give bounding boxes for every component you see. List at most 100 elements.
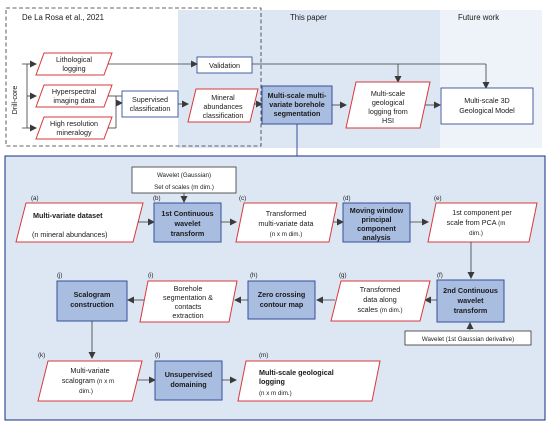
step-f-letter: (f) [437, 272, 443, 279]
step-h-letter: (h) [250, 272, 258, 279]
step-i-letter: (i) [148, 272, 154, 279]
future-work-column [440, 10, 542, 148]
svg-text:segmentation: segmentation [274, 109, 321, 118]
svg-text:scale from PCA (m: scale from PCA (m [447, 218, 506, 227]
segmentation-line2: variate borehole [269, 100, 325, 109]
svg-text:wavelet: wavelet [174, 219, 202, 228]
svg-text:(n x m dim.): (n x m dim.) [259, 390, 292, 397]
step-k-line1: Multi-variate [70, 366, 109, 375]
hsi-line4: HSI [382, 116, 394, 125]
svg-text:(c): (c) [239, 195, 246, 202]
svg-text:1st component per: 1st component per [452, 208, 512, 217]
step-d-box [342, 202, 411, 243]
segmentation-line1: Multi-scale multi- [268, 91, 327, 100]
hsi-line2: geological [372, 98, 405, 107]
svg-text:variate borehole: variate borehole [269, 100, 325, 109]
step-b-line1: 1st Continuous [161, 209, 213, 218]
set-of-scales-label: Set of scales (m dim.) [154, 184, 214, 191]
step-e-line1: 1st component per [452, 208, 512, 217]
svg-text:HSI: HSI [382, 116, 394, 125]
svg-text:(d): (d) [343, 195, 351, 202]
svg-text:1st Continuous: 1st Continuous [161, 209, 213, 218]
step-e-letter: (e) [434, 195, 442, 202]
svg-text:component: component [357, 224, 396, 233]
step-f-line3: transform [454, 306, 488, 315]
step-f-box [436, 279, 505, 323]
step-j-letter: (j) [57, 272, 63, 279]
supervised-line1: Supervised [132, 95, 168, 104]
step-j-box [56, 280, 128, 322]
svg-text:wavelet: wavelet [457, 296, 485, 305]
svg-text:Multi-variate: Multi-variate [70, 366, 109, 375]
geological-logging-hsi-box [345, 81, 431, 129]
mineral-line2: abundances [203, 102, 243, 111]
step-l-box [154, 360, 223, 401]
segmentation-line3: segmentation [274, 109, 321, 118]
step-k-sub2: dim.) [79, 388, 93, 395]
previous-work-frame [5, 7, 262, 147]
step-c-box [235, 202, 338, 243]
step-l-line2: domaining [170, 380, 206, 389]
step-k-sub: (n x m [97, 378, 114, 385]
step-m-title: Multi-scale geological [259, 368, 334, 377]
svg-text:(h): (h) [250, 272, 258, 279]
mineral-line1: Mineral [211, 93, 235, 102]
step-m-title2: logging [259, 377, 285, 386]
step-g-sub: (m dim.) [380, 307, 403, 314]
step-a-sub: (n mineral abundances) [32, 230, 108, 239]
svg-text:classification: classification [203, 111, 244, 120]
svg-text:multi-variate data: multi-variate data [258, 219, 313, 228]
3d-model-box [440, 87, 534, 125]
svg-text:Set of scales (m dim.): Set of scales (m dim.) [154, 184, 214, 191]
step-d-line1: Moving window [350, 206, 404, 215]
svg-text:logging: logging [62, 64, 85, 73]
step-e-sub2: dim.) [469, 230, 483, 237]
hsi-line1: Multi-scale [371, 89, 405, 98]
step-c-line1: Transformed [266, 209, 306, 218]
svg-text:(e): (e) [434, 195, 442, 202]
svg-text:dim.): dim.) [79, 388, 93, 395]
step-b-box [153, 202, 222, 243]
svg-text:construction: construction [70, 300, 114, 309]
step-b-line3: transform [171, 229, 205, 238]
step-k-letter: (k) [38, 352, 45, 359]
svg-text:(i): (i) [148, 272, 154, 279]
step-h-box [247, 280, 316, 320]
step-m-box [237, 360, 381, 402]
svg-text:segmentation &: segmentation & [163, 293, 213, 302]
step-i-box [139, 280, 238, 323]
step-k-box [37, 360, 143, 402]
svg-text:(j): (j) [57, 272, 63, 279]
svg-text:Multi-variate dataset: Multi-variate dataset [33, 211, 103, 220]
svg-text:Unsupervised: Unsupervised [165, 370, 213, 379]
svg-text:Transformed: Transformed [266, 209, 306, 218]
step-d-line2: principal [362, 215, 392, 224]
step-m-letter: (m) [259, 352, 268, 359]
svg-text:Wavelet (Gaussian): Wavelet (Gaussian) [157, 172, 211, 179]
svg-text:contacts: contacts [175, 302, 202, 311]
hsi-line3: logging from [368, 107, 408, 116]
svg-text:domaining: domaining [170, 380, 206, 389]
svg-text:(n mineral abundances): (n mineral abundances) [32, 230, 108, 239]
step-j-line2: construction [70, 300, 114, 309]
step-f-line1: 2nd Continuous [443, 286, 498, 295]
svg-text:Lithological: Lithological [56, 55, 92, 64]
svg-text:imaging data: imaging data [53, 96, 94, 105]
svg-text:Geological Model: Geological Model [459, 106, 515, 115]
step-h-line1: Zero crossing [258, 290, 306, 299]
svg-text:(n x m dim.): (n x m dim.) [270, 231, 303, 238]
step-g-line1: Transformed [360, 285, 400, 294]
svg-text:extraction: extraction [172, 311, 203, 320]
step-g-letter: (g) [339, 272, 347, 279]
supervised-classification-box [121, 90, 179, 118]
svg-text:Transformed: Transformed [360, 285, 400, 294]
wavelet-derivative-label: Wavelet (1st Gaussian derivative) [422, 336, 514, 343]
3d-model-line1: Multi-scale 3D [464, 96, 510, 105]
hyperspectral-data-box [35, 84, 113, 108]
step-g-line2: data along [363, 295, 397, 304]
step-d-line4: analysis [362, 233, 390, 242]
svg-text:(a): (a) [31, 195, 39, 202]
hyperspectral-line2: imaging data [53, 96, 94, 105]
svg-text:Zero crossing: Zero crossing [258, 290, 306, 299]
